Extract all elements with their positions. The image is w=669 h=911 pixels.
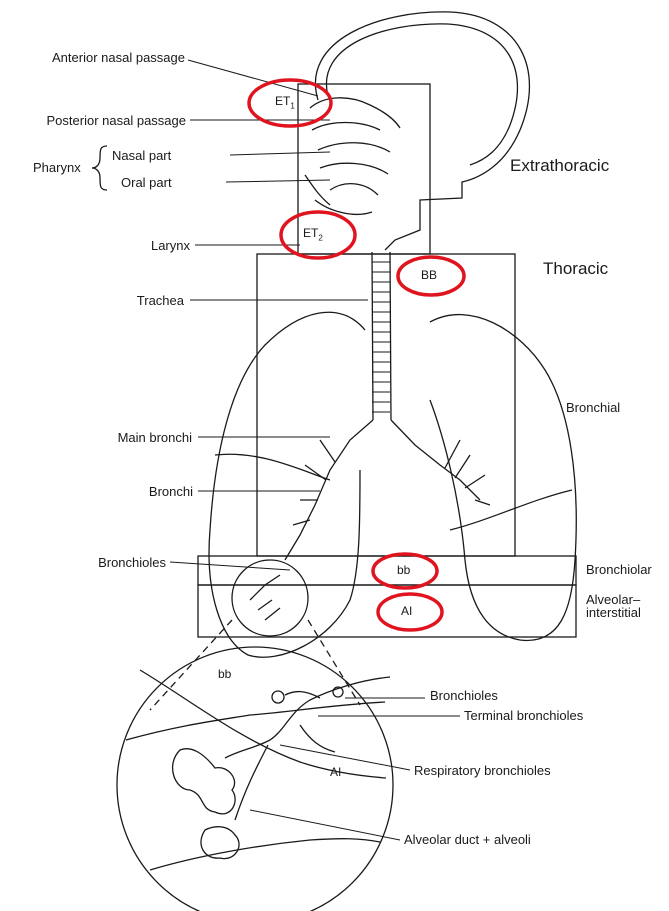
label-pharynx: Pharynx (33, 160, 81, 175)
label-bronchioles: Bronchioles (0, 555, 166, 570)
label-anterior-nasal: Anterior nasal passage (0, 50, 185, 65)
trachea-left-wall (372, 252, 373, 420)
magnify-circle (232, 560, 308, 636)
region-bronchiolar: Bronchiolar (586, 562, 652, 577)
inset-band-1 (126, 702, 385, 740)
code-bb-upper: BB (421, 268, 437, 282)
region-alveolar-interstitial: Alveolar– interstitial (586, 593, 641, 619)
trachea-rings (372, 262, 390, 412)
code-et2-sub: 2 (318, 233, 322, 242)
region-alveolar-line2: interstitial (586, 606, 641, 619)
label-bronchi: Bronchi (0, 484, 193, 499)
inset-bud-1 (272, 691, 284, 703)
label-alveolar-duct: Alveolar duct + alveoli (404, 832, 531, 847)
label-inset-bronchioles: Bronchioles (430, 688, 498, 703)
code-et1-sub: 1 (290, 101, 294, 110)
zoom-line-right (308, 620, 360, 705)
code-bb-lower: bb (397, 563, 410, 577)
code-et1: ET1 (275, 94, 295, 110)
thoracic-box (257, 254, 515, 556)
code-et2: ET2 (303, 226, 323, 242)
lung-fissure-left (215, 454, 330, 480)
label-main-bronchi: Main bronchi (0, 430, 192, 445)
alveolar-band (198, 585, 576, 637)
leader-lines (170, 60, 460, 840)
code-inset-bb: bb (218, 667, 231, 681)
region-bronchial: Bronchial (566, 400, 620, 415)
code-ai: AI (401, 604, 412, 618)
label-respiratory-bronchioles: Respiratory bronchioles (414, 763, 551, 778)
zoom-line-left (150, 620, 232, 710)
head-inner-outline (326, 24, 517, 165)
right-lung (430, 315, 576, 641)
label-oral-part: Oral part (121, 175, 172, 190)
trachea-right-wall (390, 252, 391, 420)
inset-band-3 (150, 839, 380, 870)
bronchi-branches (293, 440, 490, 525)
code-inset-ai: AI (330, 765, 341, 779)
oral-cavity (305, 175, 372, 214)
region-thoracic: Thoracic (543, 259, 608, 279)
bronchiolar-band (198, 556, 576, 585)
label-nasal-part: Nasal part (112, 148, 171, 163)
lung-fissure-right (450, 490, 572, 530)
label-terminal-bronchioles: Terminal bronchioles (464, 708, 583, 723)
label-posterior-nasal: Posterior nasal passage (0, 113, 186, 128)
label-trachea: Trachea (0, 293, 184, 308)
pharynx-brace (92, 146, 107, 190)
inset-circle (117, 647, 393, 911)
region-extrathoracic: Extrathoracic (510, 156, 609, 176)
code-et2-text: ET (303, 226, 318, 240)
code-et1-text: ET (275, 94, 290, 108)
inset-alveoli (173, 749, 239, 859)
label-larynx: Larynx (0, 238, 190, 253)
magnify-branches (250, 575, 280, 620)
